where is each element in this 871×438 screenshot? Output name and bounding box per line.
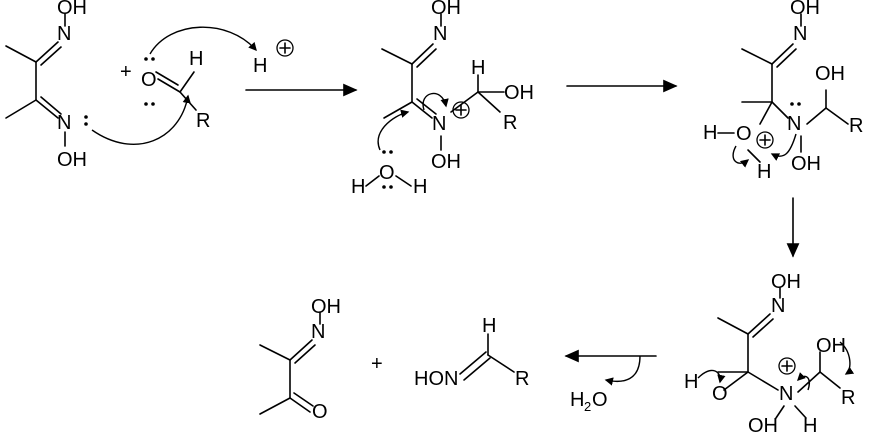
atom-h-aldehyde: H xyxy=(189,48,203,70)
atom-oh-n-3: OH xyxy=(791,153,821,175)
plus-sign-2: + xyxy=(371,353,383,375)
atom-r-2: R xyxy=(503,112,517,134)
atom-oh-bottom: OH xyxy=(57,149,87,171)
atom-h-n-4: H xyxy=(803,415,817,437)
atom-n-top-3: N xyxy=(793,23,807,45)
atom-ho-4: OH xyxy=(748,415,778,437)
curly-arrow-pi-to-n xyxy=(422,92,449,111)
atom-o-aldehyde: O xyxy=(141,69,157,91)
atom-oh-product: OH xyxy=(311,296,341,318)
atom-r-aldehyde: R xyxy=(196,110,210,132)
atom-oh-4: OH xyxy=(816,335,846,357)
atom-n-plus-4: N xyxy=(779,383,793,405)
atom-o-water: O xyxy=(379,162,395,184)
atom-n-product: N xyxy=(311,321,325,343)
structure-carbinolamine: N OH H O N OH H OH R xyxy=(684,271,855,437)
positive-charge-proton xyxy=(276,39,294,57)
atom-oh-top-2: OH xyxy=(431,0,461,19)
atom-r-4: R xyxy=(841,387,855,409)
atom-h-4: H xyxy=(684,371,698,393)
structure-dioxime: N OH N OH xyxy=(5,0,88,171)
curly-arrow-n-to-carbonyl xyxy=(91,94,191,145)
curly-arrow-oh-4 xyxy=(697,369,726,384)
structure-aldoxime: HON H R xyxy=(414,315,529,390)
positive-charge-n-4 xyxy=(778,357,796,375)
structure-water: H O H xyxy=(351,109,427,198)
atom-oh-top-3: OH xyxy=(790,0,820,19)
h2o-subscript: 2 xyxy=(584,399,591,414)
atom-r-aldoxime: R xyxy=(515,368,529,390)
positive-charge-o-3 xyxy=(756,131,774,149)
atom-n-top-2: N xyxy=(433,23,447,45)
atom-o-4: O xyxy=(712,383,728,405)
atom-h-2: H xyxy=(471,57,485,79)
atom-h-water-left: H xyxy=(351,176,365,198)
structure-monoxime-ketone: N OH O xyxy=(259,296,341,423)
h2o-o: O xyxy=(592,389,608,411)
atom-h-3: H xyxy=(703,122,717,144)
atom-oh-top: OH xyxy=(57,0,87,19)
atom-oh-2: OH xyxy=(504,82,534,104)
atom-n-3: N xyxy=(787,113,801,135)
atom-oh-3: OH xyxy=(815,63,845,85)
atom-r-3: R xyxy=(849,115,863,137)
plus-sign-1: + xyxy=(120,61,132,83)
atom-n-plus-2: N xyxy=(432,113,446,135)
curly-arrow-oh-bond-3 xyxy=(732,145,750,168)
water-byproduct: H 2 O xyxy=(570,389,608,414)
curly-arrow-oh-leave-4 xyxy=(839,341,855,375)
atom-h-water-right: H xyxy=(413,176,427,198)
atom-oh-bottom-2: OH xyxy=(431,151,461,173)
structure-aldehyde: O H R xyxy=(141,48,210,132)
atom-h-aldoxime: H xyxy=(482,315,496,337)
curly-arrow-n-to-h-3 xyxy=(770,133,797,161)
atom-n-top-4: N xyxy=(771,295,785,317)
curly-arrow-water-attack xyxy=(377,109,410,151)
atom-h-3b: H xyxy=(757,161,771,183)
structure-iminium-adduct: N OH N H OH R OH xyxy=(381,0,534,173)
atom-n-bottom: N xyxy=(57,112,71,134)
curly-arrow-o-to-proton xyxy=(149,26,257,55)
structure-hydrated-intermediate: N OH H O H N OH R OH xyxy=(703,0,863,183)
label-hon: HON xyxy=(414,368,458,390)
proton-h: H xyxy=(253,55,267,77)
atom-n-top: N xyxy=(57,23,71,45)
atom-o-3: O xyxy=(736,123,752,145)
atom-oh-top-4: OH xyxy=(771,271,801,293)
atom-o-ketone: O xyxy=(312,401,328,423)
h2o-h: H xyxy=(570,389,584,411)
curly-arrow-cn-4 xyxy=(797,372,810,391)
curly-arrow-water-loss xyxy=(604,355,641,386)
